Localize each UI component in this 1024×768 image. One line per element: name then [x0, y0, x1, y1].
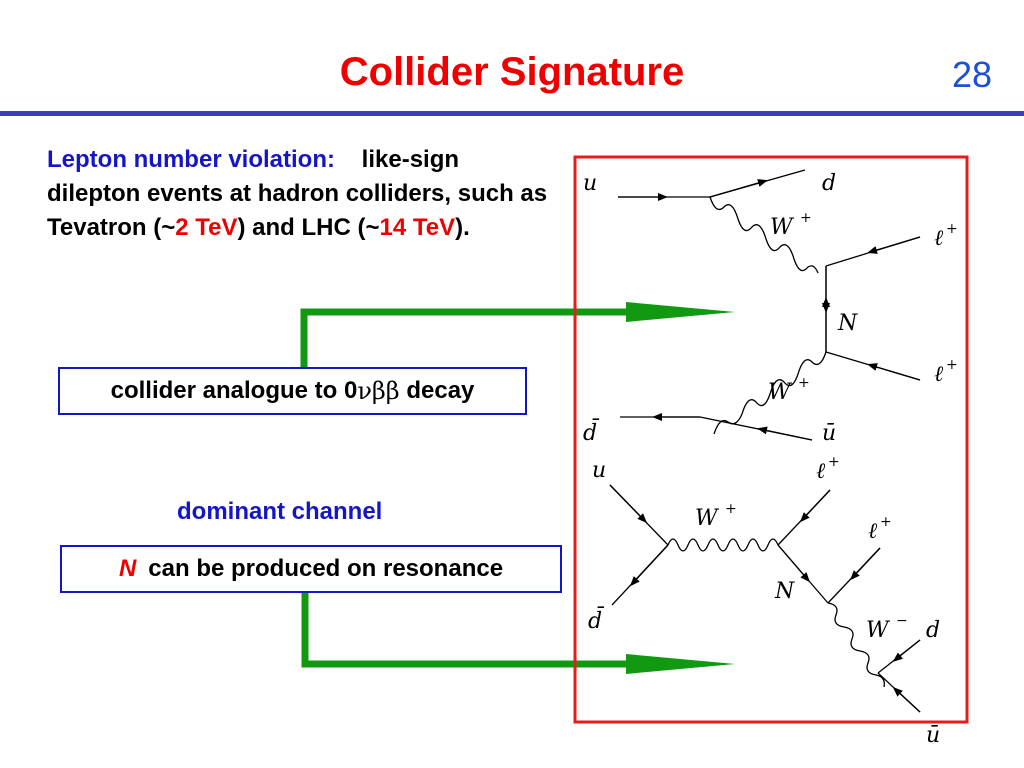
label-d: d [822, 171, 836, 196]
label-w1: W [770, 215, 795, 240]
label-u-bottom: u [592, 458, 606, 483]
label-lplus2-sup: + [946, 357, 958, 373]
label-w2-sup: + [798, 375, 810, 391]
analogue-text-prefix: collider analogue to 0 [110, 377, 358, 404]
label-n: N [837, 311, 858, 336]
green-arrow-top [300, 302, 735, 367]
label-n-bottom: N [774, 579, 795, 604]
label-dbar-bottom: d̄ [588, 606, 605, 634]
label-wminus-bottom: W [866, 618, 891, 643]
analogue-greek: νββ [357, 377, 400, 405]
label-wminus-bottom-sup: − [896, 613, 908, 629]
label-w-bottom: W [695, 506, 720, 531]
label-u: u [583, 171, 597, 196]
label-dbar: d̄ [583, 418, 600, 446]
label-w2: W [768, 380, 793, 405]
label-lplus2: ℓ [934, 362, 944, 387]
title-divider [0, 111, 1024, 116]
label-lplus2-bottom-sup: + [880, 514, 892, 530]
feynman-labels-bottom: u d̄ W + ℓ + ℓ + N W − d ū [588, 454, 940, 748]
green-arrow-bottom [301, 593, 735, 674]
label-w1-sup: + [800, 210, 812, 226]
label-lplus1-bottom: ℓ [816, 459, 826, 484]
resonance-text: can be produced on resonance [148, 555, 504, 582]
lhc-energy: 14 TeV [379, 214, 456, 241]
label-lplus1: ℓ [934, 226, 944, 251]
feynman-labels-top: u d W + ℓ + N ℓ + W + d̄ ū [583, 171, 958, 446]
intro-text-3: ). [455, 214, 470, 241]
slide-number: 28 [951, 54, 992, 95]
slide-title: Collider Signature [339, 50, 685, 94]
label-lplus2-bottom: ℓ [868, 519, 878, 544]
label-d-bottom: d [926, 618, 940, 643]
label-ubar-bottom: ū [926, 723, 940, 748]
diagram-frame [573, 155, 969, 724]
intro-heading: Lepton number violation: [47, 146, 335, 173]
label-w-bottom-sup: + [725, 501, 737, 517]
analogue-text-suffix: decay [399, 377, 475, 404]
dominant-channel-label: dominant channel [177, 498, 383, 525]
label-ubar: ū [822, 421, 836, 446]
tevatron-energy: 2 TeV [175, 214, 238, 241]
feynman-diagram-top [618, 169, 921, 441]
resonance-symbol: N [118, 555, 137, 582]
label-lplus1-sup: + [946, 221, 958, 237]
label-lplus1-bottom-sup: + [828, 454, 840, 470]
intro-paragraph: Lepton number violation: like-sign dilep… [47, 143, 557, 245]
intro-text-2: ) and LHC (~ [237, 214, 380, 241]
intro-text-1: like-sign dilepton events at hadron coll… [47, 146, 548, 241]
feynman-diagram-bottom [609, 484, 921, 713]
